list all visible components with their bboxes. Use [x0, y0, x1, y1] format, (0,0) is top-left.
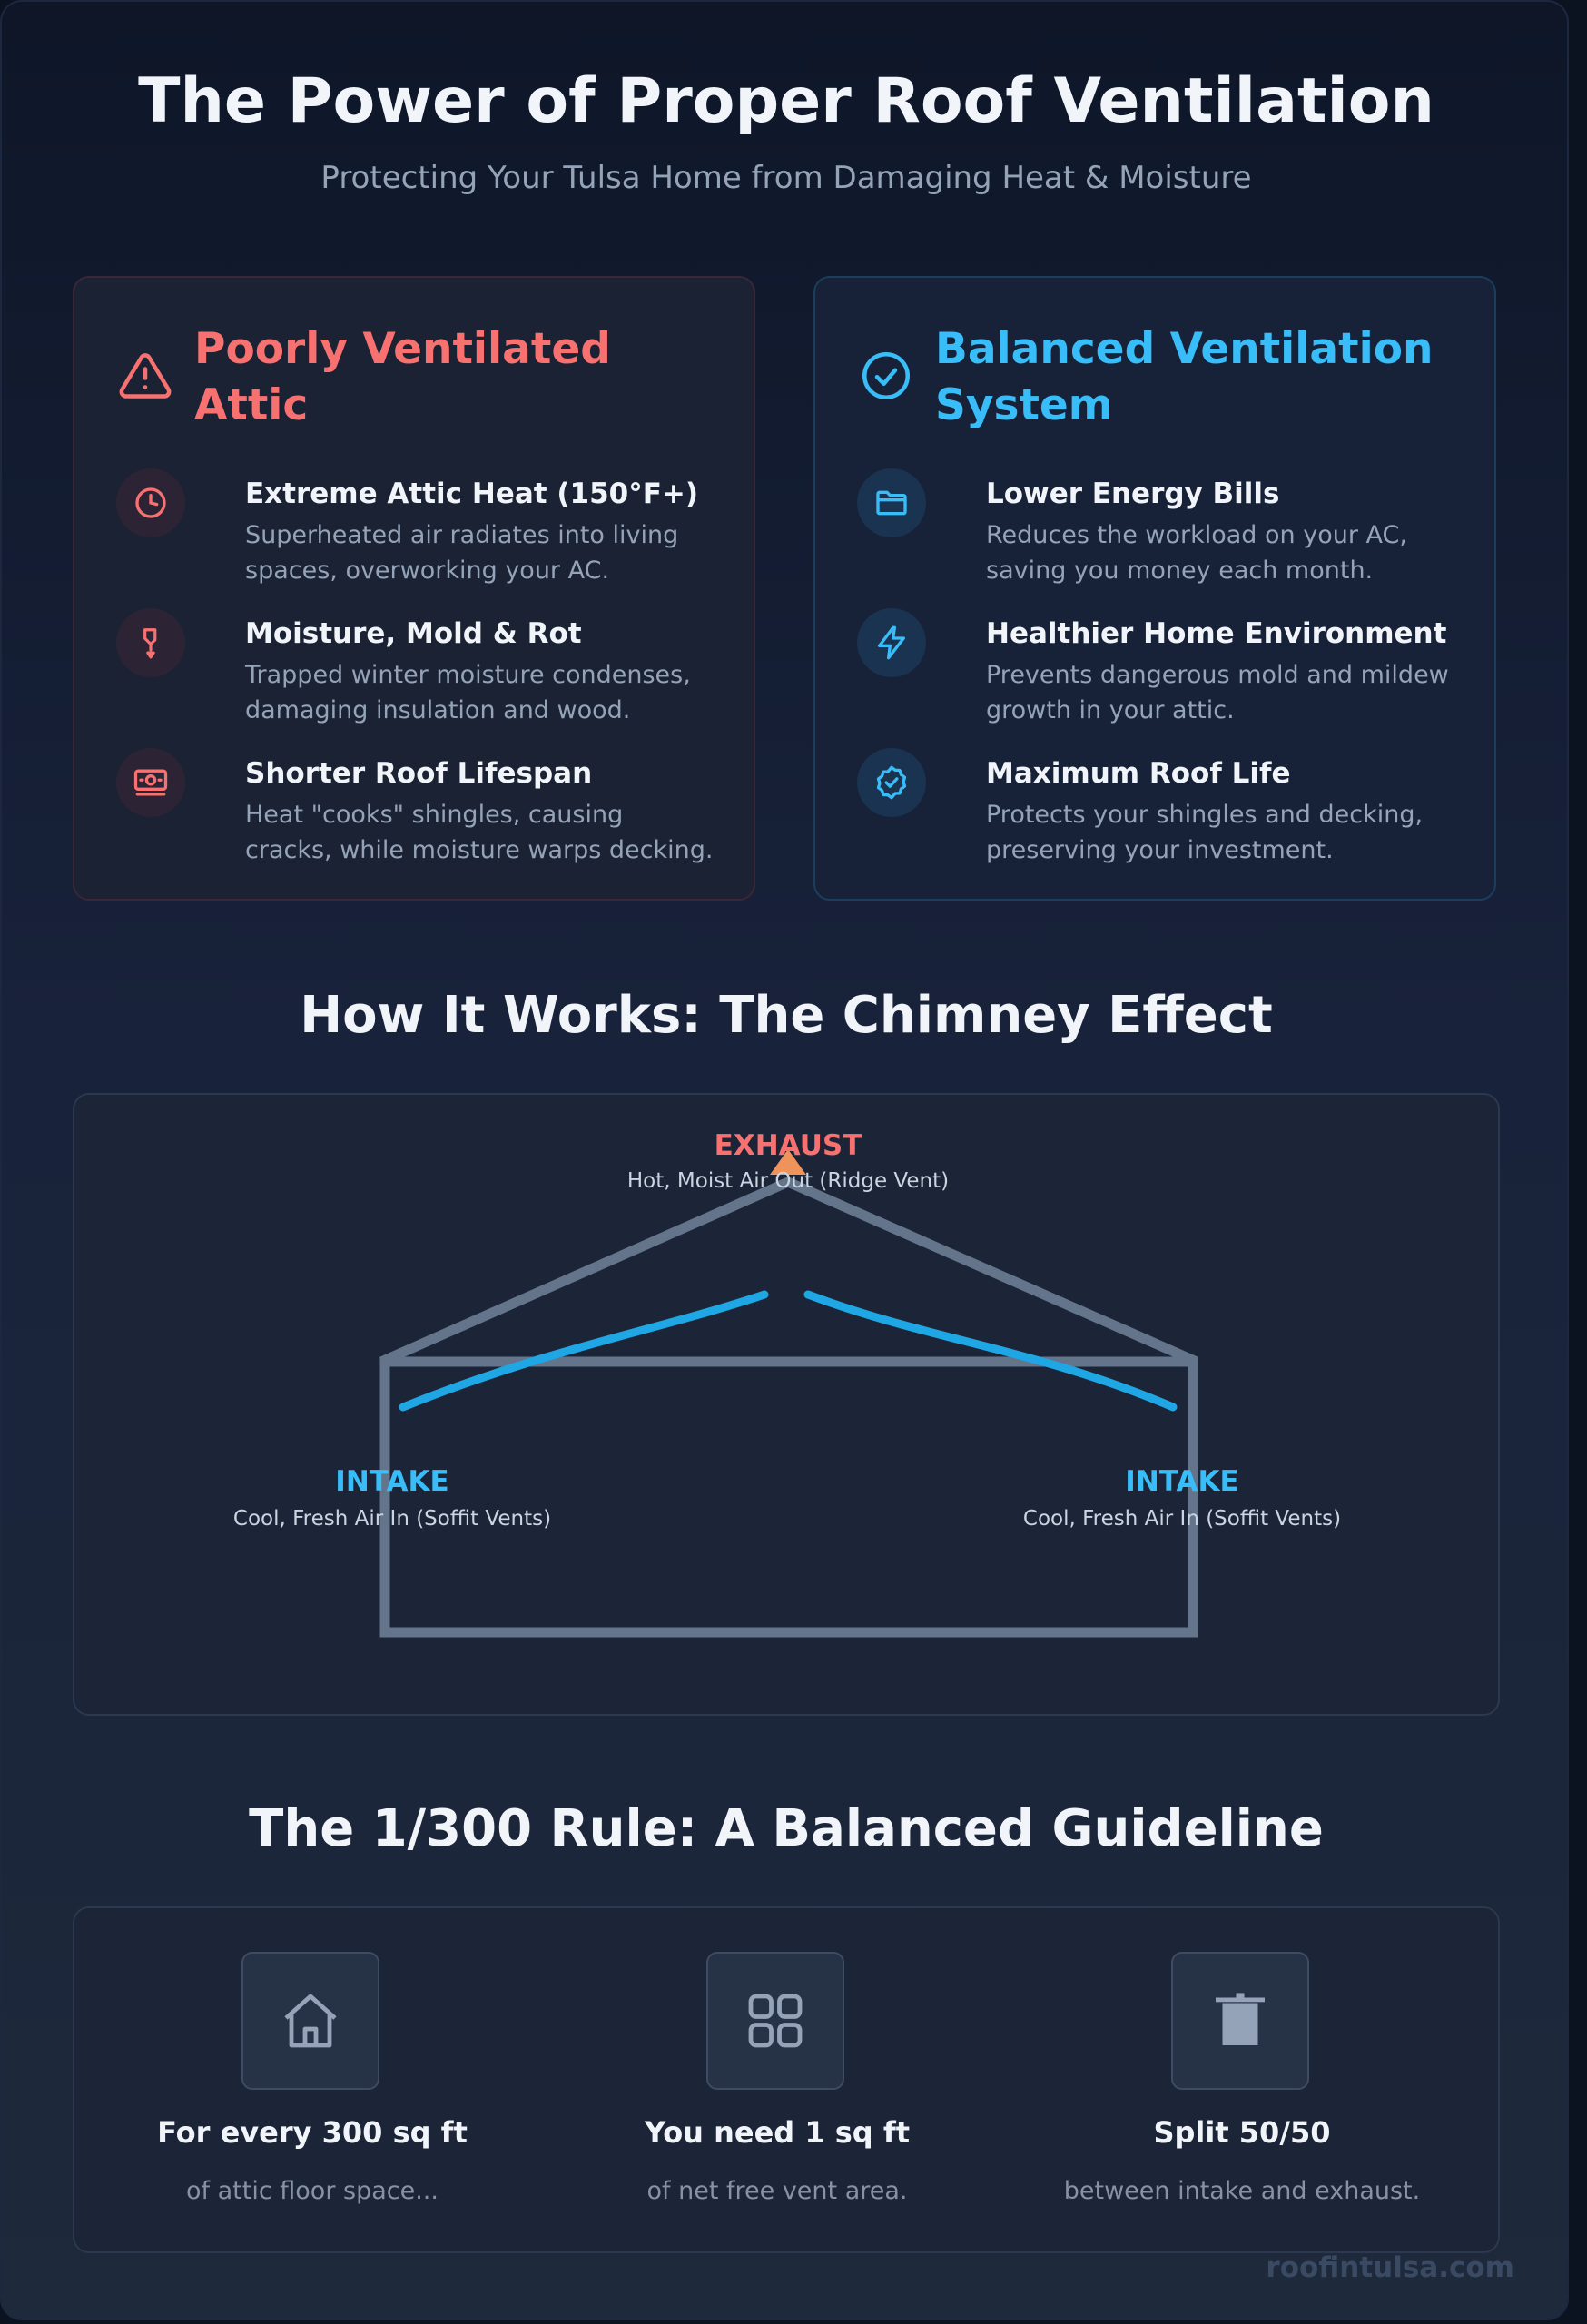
item-text: Prevents dangerous mold and mildew growt…: [986, 661, 1449, 724]
check-circle-icon: [862, 352, 910, 399]
item-title: Healthier Home Environment: [986, 617, 1447, 650]
house-airflow-svg: EXHAUST Hot, Moist Air Out (Ridge Vent) …: [233, 1129, 1341, 1638]
item-text: Reduces the workload on your AC, saving …: [986, 521, 1407, 585]
poor-ventilation-card: Poorly Ventilated Attic Extreme Attic He…: [73, 276, 755, 901]
poor-item-lifespan: Shorter Roof Lifespan Heat "cooks" shing…: [116, 748, 734, 875]
rule-column-text: of attic floor space...: [186, 2177, 439, 2205]
water-drop-icon: [116, 608, 185, 677]
rule-column-title: Split 50/50: [1153, 2115, 1331, 2150]
exhaust-label: EXHAUST: [715, 1129, 862, 1162]
poor-card-title: Poorly Ventilated Attic: [194, 324, 611, 430]
chimney-effect-diagram: EXHAUST Hot, Moist Air Out (Ridge Vent) …: [73, 1093, 1500, 1716]
item-text: Trapped winter moisture condenses, damag…: [245, 661, 691, 724]
rule-column-floor-space: For every 300 sq ft of attic floor space…: [74, 1908, 550, 2253]
poor-item-heat: Extreme Attic Heat (150°F+) Superheated …: [116, 468, 734, 596]
badge-check-icon: [857, 748, 926, 817]
good-item-energy: Lower Energy Bills Reduces the workload …: [857, 468, 1474, 596]
intake-left-text: Cool, Fresh Air In (Soffit Vents): [233, 1507, 551, 1531]
item-text: Heat "cooks" shingles, causing cracks, w…: [245, 801, 714, 864]
item-title: Maximum Roof Life: [986, 757, 1291, 790]
page-subtitle: Protecting Your Tulsa Home from Damaging…: [320, 160, 1252, 196]
airflow-right: [803, 1290, 1178, 1412]
warning-triangle-icon: [119, 353, 172, 399]
footer-watermark: roofintulsa.com: [1266, 2251, 1514, 2284]
balanced-ventilation-card: Balanced Ventilation System Lower Energy…: [813, 276, 1496, 901]
item-title: Moisture, Mold & Rot: [245, 617, 582, 650]
intake-right-text: Cool, Fresh Air In (Soffit Vents): [1023, 1507, 1341, 1531]
rule-title: The 1/300 Rule: A Balanced Guideline: [249, 1799, 1324, 1858]
good-item-roof-life: Maximum Roof Life Protects your shingles…: [857, 748, 1474, 875]
item-title: Lower Energy Bills: [986, 478, 1280, 510]
airflow-left: [399, 1290, 769, 1412]
intake-right-label: INTAKE: [1125, 1465, 1238, 1498]
item-title: Shorter Roof Lifespan: [245, 757, 593, 790]
exhaust-text: Hot, Moist Air Out (Ridge Vent): [627, 1169, 949, 1193]
money-icon: [116, 748, 185, 817]
rule-column-vent-area: You need 1 sq ft of net free vent area.: [539, 1908, 1015, 2253]
good-card-title: Balanced Ventilation System: [935, 324, 1434, 430]
clock-icon: [116, 468, 185, 537]
good-item-health: Healthier Home Environment Prevents dang…: [857, 608, 1474, 735]
how-it-works-title: How It Works: The Chimney Effect: [300, 986, 1273, 1045]
rule-column-split: Split 50/50 between intake and exhaust.: [1004, 1908, 1480, 2253]
poor-item-moisture: Moisture, Mold & Rot Trapped winter mois…: [116, 608, 734, 735]
trash-icon: [1171, 1952, 1309, 2090]
house-icon: [242, 1952, 380, 2090]
grid-icon: [706, 1952, 844, 2090]
rule-column-text: between intake and exhaust.: [1063, 2177, 1421, 2205]
house-roof: [379, 1177, 1199, 1367]
rule-panel: For every 300 sq ft of attic floor space…: [73, 1906, 1500, 2253]
ridge-vent-arrow-icon: [770, 1149, 806, 1175]
rule-column-text: of net free vent area.: [646, 2177, 908, 2205]
rule-column-title: You need 1 sq ft: [644, 2115, 911, 2150]
intake-left-label: INTAKE: [335, 1465, 448, 1498]
house-body: [380, 1356, 1198, 1638]
page-title: The Power of Proper Roof Ventilation: [138, 65, 1434, 137]
item-title: Extreme Attic Heat (150°F+): [245, 478, 699, 510]
item-text: Superheated air radiates into living spa…: [245, 521, 679, 585]
rule-column-title: For every 300 sq ft: [157, 2115, 468, 2150]
folder-icon: [857, 468, 926, 537]
item-text: Protects your shingles and decking, pres…: [986, 801, 1424, 864]
lightning-icon: [857, 608, 926, 677]
